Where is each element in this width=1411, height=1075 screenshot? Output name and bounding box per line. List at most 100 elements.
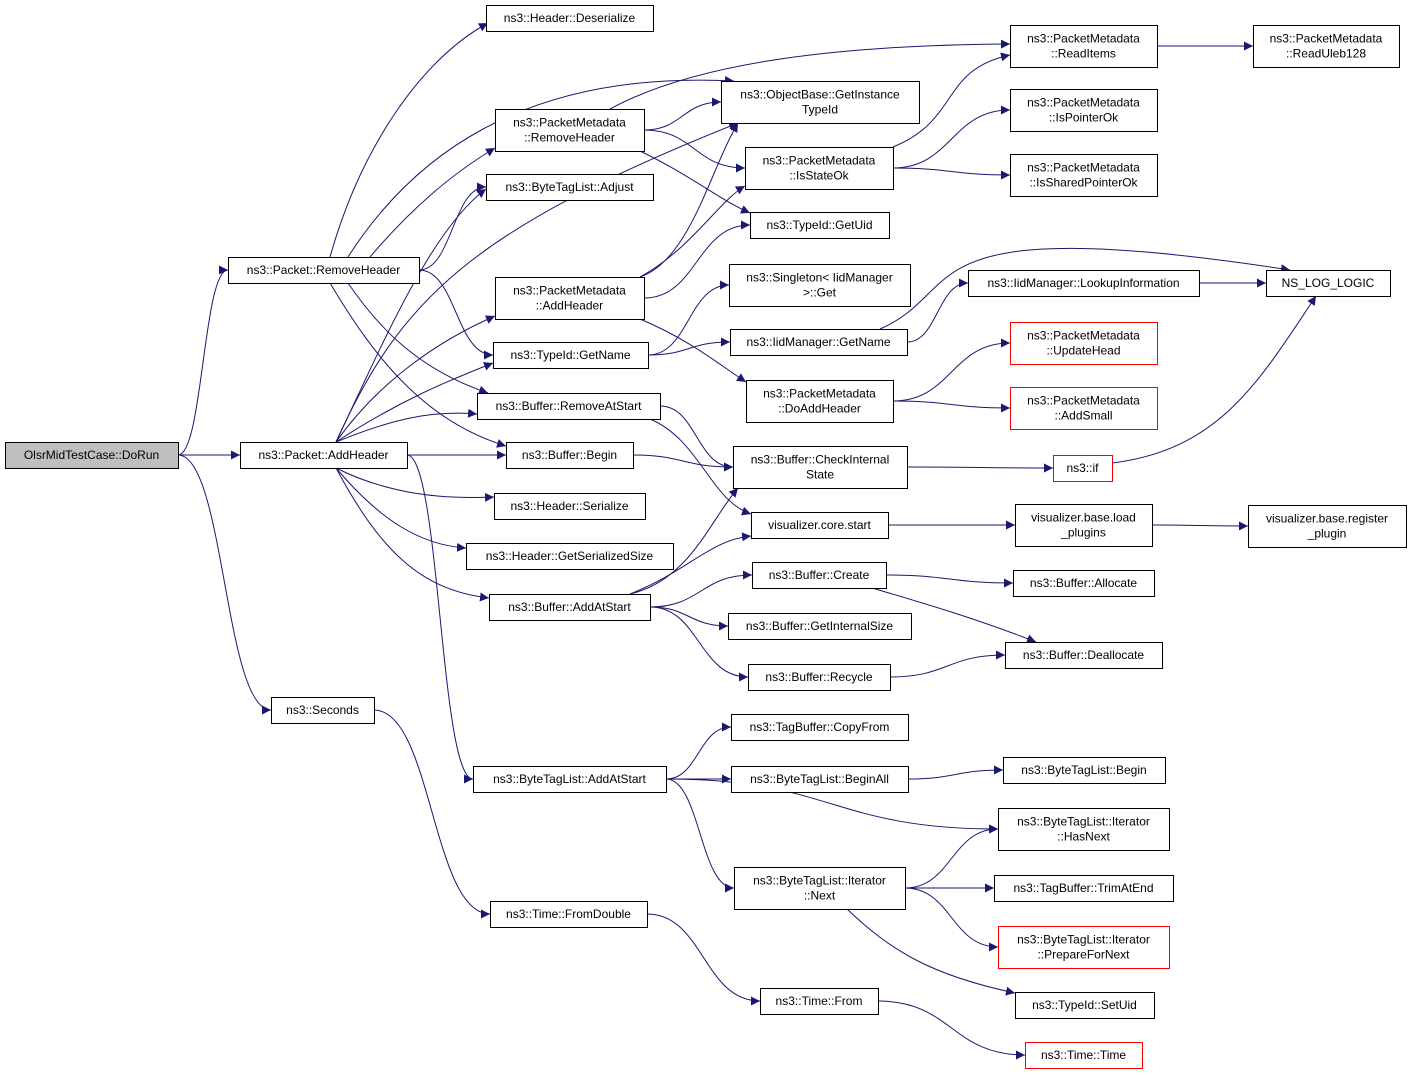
edge-n1-to-n8 (418, 269, 494, 360)
edge-n1-to-n6 (418, 182, 487, 271)
node-label: ::RemoveHeader (524, 131, 615, 145)
node-ns3-time-from[interactable]: ns3::Time::From (760, 988, 879, 1015)
node-ns3-packet-addheader[interactable]: ns3::Packet::AddHeader (240, 442, 408, 469)
node-label: TypeId (802, 103, 838, 117)
node-ns3-buffer-allocate[interactable]: ns3::Buffer::Allocate (1013, 570, 1155, 597)
node-ns3-typeid-getname[interactable]: ns3::TypeId::GetName (493, 342, 649, 369)
node-ns3-buffer-addatstart[interactable]: ns3::Buffer::AddAtStart (489, 594, 651, 621)
node-box (760, 988, 879, 1015)
call-edge (1151, 521, 1249, 531)
node-ns3-typeid-getuid[interactable]: ns3::TypeId::GetUid (750, 212, 890, 239)
node-ns3-buffer-begin[interactable]: ns3::Buffer::Begin (506, 442, 634, 469)
node-box (486, 174, 654, 201)
node-label: ns3::PacketMetadata (1027, 394, 1140, 408)
node-ns3-bytetaglist-beginall[interactable]: ns3::ByteTagList::BeginAll (731, 766, 909, 793)
node-label: ns3::Buffer::Recycle (765, 670, 872, 684)
node-label: _plugin (1307, 527, 1347, 541)
call-edge (649, 570, 753, 608)
node-ns3-packetmetadata-issharedpointerok[interactable]: ns3::PacketMetadata::IsSharedPointerOk (1010, 154, 1158, 197)
edge-n14-to-n29 (665, 778, 735, 893)
node-ns3-packetmetadata-readuleb128[interactable]: ns3::PacketMetadata::ReadUleb128 (1253, 25, 1400, 68)
call-edge (335, 408, 478, 443)
call-edge (643, 220, 751, 299)
node-label: ns3::Buffer::GetInternalSize (746, 619, 894, 633)
node-ns3-header-deserialize[interactable]: ns3::Header::Deserialize (486, 5, 654, 32)
node-visualizer-base-load-plugins[interactable]: visualizer.base.load_plugins (1015, 504, 1153, 547)
node-ns3-header-serialize[interactable]: ns3::Header::Serialize (494, 493, 646, 520)
node-ns3-buffer-recycle[interactable]: ns3::Buffer::Recycle (748, 664, 891, 691)
node-ns3-buffer-deallocate[interactable]: ns3::Buffer::Deallocate (1005, 642, 1163, 669)
edge-n17-to-n32 (892, 105, 1011, 169)
node-ns3-time-fromdouble[interactable]: ns3::Time::FromDouble (490, 901, 648, 928)
node-ns3-packetmetadata-removeheader[interactable]: ns3::PacketMetadata::RemoveHeader (495, 109, 645, 152)
node-ns3-packet-removeheader[interactable]: ns3::Packet::RemoveHeader (228, 257, 420, 284)
edge-n20-to-n48 (879, 247, 1291, 330)
node-ns3-if[interactable]: ns3::if (1053, 455, 1113, 482)
node-ns3-bytetaglist-iterator-preparefornext[interactable]: ns3::ByteTagList::Iterator::PrepareForNe… (998, 926, 1170, 969)
node-ns3-bytetaglist-begin[interactable]: ns3::ByteTagList::Begin (1003, 757, 1166, 784)
node-ns3-packetmetadata-doaddheader[interactable]: ns3::PacketMetadata::DoAddHeader (746, 380, 894, 423)
call-edge (418, 182, 487, 271)
node-ns3-buffer-getinternalsize[interactable]: ns3::Buffer::GetInternalSize (728, 613, 912, 640)
node-ns3-typeid-setuid[interactable]: ns3::TypeId::SetUid (1015, 992, 1155, 1019)
node-box (746, 380, 894, 423)
node-ns3-packetmetadata-isstateok[interactable]: ns3::PacketMetadata::IsStateOk (745, 147, 894, 190)
node-ns3-bytetaglist-iterator-hasnext[interactable]: ns3::ByteTagList::Iterator::HasNext (998, 808, 1170, 851)
node-ns3-packetmetadata-updatehead[interactable]: ns3::PacketMetadata::UpdateHead (1010, 322, 1158, 365)
call-edge (347, 76, 735, 258)
node-ns3-iidmanager-getname[interactable]: ns3::IidManager::GetName (730, 329, 908, 356)
node-label: ns3::IidManager::LookupInformation (987, 276, 1179, 290)
node-box (1025, 1042, 1143, 1069)
node-ns3-packetmetadata-addsmall[interactable]: ns3::PacketMetadata::AddSmall (1010, 387, 1158, 430)
node-ns3-bytetaglist-iterator-next[interactable]: ns3::ByteTagList::Iterator::Next (734, 867, 906, 910)
node-label: ns3::ByteTagList::Iterator (753, 874, 886, 888)
call-edge (629, 532, 752, 595)
node-box (1253, 25, 1400, 68)
node-ns3-bytetaglist-adjust[interactable]: ns3::ByteTagList::Adjust (486, 174, 654, 201)
node-box (506, 442, 634, 469)
node-visualizer-core-start[interactable]: visualizer.core.start (751, 512, 889, 539)
node-ns3-tagbuffer-copyfrom[interactable]: ns3::TagBuffer::CopyFrom (731, 714, 909, 741)
node-label: ns3::TypeId::GetName (510, 348, 630, 362)
node-olsrmidtestcase-dorun[interactable]: OlsrMidTestCase::DoRun (5, 442, 179, 469)
node-ns3-bytetaglist-addatstart[interactable]: ns3::ByteTagList::AddAtStart (473, 766, 667, 793)
node-label: ::ReadUleb128 (1286, 47, 1366, 61)
node-ns3-buffer-create[interactable]: ns3::Buffer::Create (752, 562, 887, 589)
node-ns3-singleton-iidmanager-get[interactable]: ns3::Singleton< IidManager>::Get (729, 264, 911, 307)
edge-n1-to-n5 (369, 147, 496, 258)
call-edge (649, 418, 752, 516)
node-label: visualizer.core.start (768, 518, 871, 532)
node-ns3-tagbuffer-trimatend[interactable]: ns3::TagBuffer::TrimAtEnd (994, 875, 1174, 902)
edge-layer (177, 22, 1317, 1060)
node-box (1010, 25, 1158, 68)
call-edge (904, 824, 999, 889)
node-ns3-packetmetadata-addheader[interactable]: ns3::PacketMetadata::AddHeader (495, 277, 645, 320)
node-visualizer-base-register-plugin[interactable]: visualizer.base.register_plugin (1248, 505, 1407, 548)
call-edge (335, 122, 739, 443)
node-box (493, 342, 649, 369)
edge-n9-to-n23 (649, 418, 752, 516)
node-ns3-time-time[interactable]: ns3::Time::Time (1025, 1042, 1143, 1069)
node-box (1010, 89, 1158, 132)
node-label: ns3::PacketMetadata (763, 154, 876, 168)
node-box (486, 5, 654, 32)
call-edge (639, 185, 746, 278)
call-edge (329, 22, 489, 258)
node-label: ::AddSmall (1054, 409, 1112, 423)
node-ns3-iidmanager-lookupinformation[interactable]: ns3::IidManager::LookupInformation (968, 270, 1200, 297)
node-ns-log-logic[interactable]: NS_LOG_LOGIC (1266, 270, 1391, 297)
edge-n1-to-n4 (329, 22, 489, 258)
node-label: ns3::TagBuffer::TrimAtEnd (1013, 881, 1153, 895)
edge-n29-to-n42 (904, 824, 999, 889)
node-ns3-seconds[interactable]: ns3::Seconds (271, 697, 375, 724)
node-ns3-packetmetadata-readitems[interactable]: ns3::PacketMetadata::ReadItems (1010, 25, 1158, 68)
node-ns3-packetmetadata-ispointerok[interactable]: ns3::PacketMetadata::IsPointerOk (1010, 89, 1158, 132)
edge-n13-to-n26 (649, 606, 749, 682)
call-edge (418, 269, 494, 360)
node-ns3-header-getserializedsize[interactable]: ns3::Header::GetSerializedSize (466, 543, 674, 570)
node-label: ns3::ByteTagList::AddAtStart (493, 772, 646, 786)
node-ns3-buffer-removeatstart[interactable]: ns3::Buffer::RemoveAtStart (477, 393, 661, 420)
